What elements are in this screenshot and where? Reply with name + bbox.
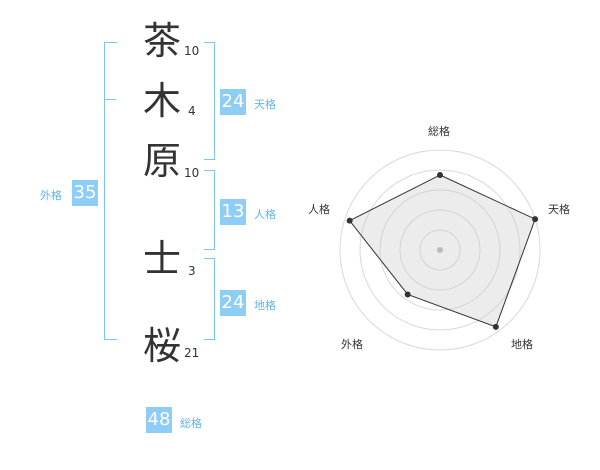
kanji-3: 原 xyxy=(143,139,182,183)
stroke-count-3: 10 xyxy=(184,166,200,180)
tenkaku-label: 天格 xyxy=(254,98,276,111)
kanji-4: 士 xyxy=(143,237,182,281)
radar-label-jinkaku: 人格 xyxy=(308,203,330,216)
radar-grid-ring xyxy=(419,229,461,271)
jinkaku-value: 13 xyxy=(220,199,246,225)
gaikaku-bracket xyxy=(104,42,117,340)
chikaku-label: 地格 xyxy=(254,299,276,312)
radar-label-tenkaku: 天格 xyxy=(548,203,570,216)
stroke-count-1: 10 xyxy=(184,44,200,58)
kanji-1: 茶 xyxy=(143,19,182,63)
radar-point-1 xyxy=(532,216,539,223)
tenkaku-bracket xyxy=(204,42,215,160)
jinkaku-bracket xyxy=(204,170,215,250)
radar-label-gaikaku: 外格 xyxy=(341,338,363,351)
soukaku-value: 48 xyxy=(146,407,172,433)
radar-grid-ring xyxy=(359,169,521,331)
soukaku-label: 総格 xyxy=(180,417,202,430)
radar-point-2 xyxy=(492,323,499,330)
gaikaku-value: 35 xyxy=(72,180,98,206)
chikaku-bracket xyxy=(204,258,215,340)
radar-label-chikaku: 地格 xyxy=(511,338,533,351)
radar-grid-ring xyxy=(399,209,481,291)
radar-point-0 xyxy=(437,172,443,178)
kanji-2: 木 xyxy=(143,79,182,123)
radar-label-soukaku: 総格 xyxy=(428,125,450,138)
radar-grid-ring xyxy=(379,189,501,311)
jinkaku-label: 人格 xyxy=(254,208,276,221)
tenkaku-value: 24 xyxy=(220,89,246,115)
chikaku-value: 24 xyxy=(220,290,246,316)
stroke-count-4: 3 xyxy=(188,264,196,278)
radar-point-4 xyxy=(346,217,353,224)
kanji-5: 桜 xyxy=(143,324,182,368)
radar-point-3 xyxy=(404,291,411,298)
stroke-count-2: 4 xyxy=(188,104,196,118)
stroke-count-5: 21 xyxy=(184,346,200,360)
radar-center-dot xyxy=(437,247,443,253)
gaikaku-label: 外格 xyxy=(40,189,62,202)
gaikaku-bracket-tick xyxy=(104,99,116,100)
radar-grid-ring xyxy=(339,149,541,351)
